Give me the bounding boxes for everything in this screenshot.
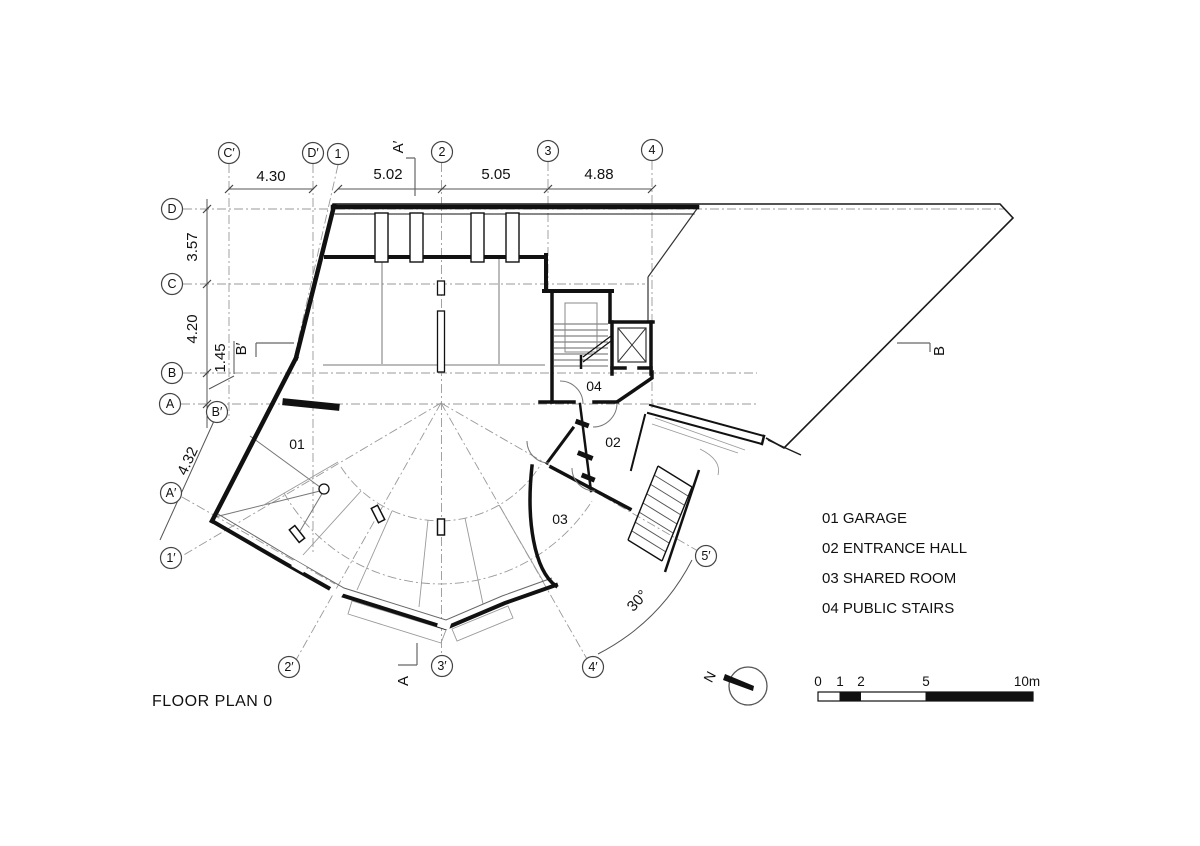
grid-marker-d-prime: D′: [301, 141, 325, 165]
interior-linework: [214, 259, 746, 644]
legend-item-public-stairs: 04 PUBLIC STAIRS: [822, 600, 954, 617]
grid-marker-c-prime: C′: [217, 141, 241, 165]
scale-tick-2: 2: [857, 674, 865, 689]
dim-diagonal: 4.32: [174, 444, 202, 478]
legend: 01 GARAGE 02 ENTRANCE HALL 03 SHARED ROO…: [822, 510, 967, 617]
room-label-01: 01: [289, 436, 305, 452]
scale-bar: 0 1 2 5 10m: [814, 674, 1040, 702]
grid-marker-4: 4: [640, 138, 664, 162]
room-labels: 01 02 03 04: [289, 378, 621, 527]
section-b-right: B: [931, 346, 948, 356]
grid-marker-b-prime: B′: [205, 400, 229, 424]
grid-marker-d: D: [160, 197, 184, 221]
dim-left-3: 1.45: [212, 343, 229, 372]
scale-tick-10m: 10m: [1014, 674, 1040, 689]
svg-text:2′: 2′: [284, 660, 294, 674]
svg-text:1: 1: [335, 147, 342, 161]
grid-marker-b: B: [160, 361, 184, 385]
scale-tick-0: 0: [814, 674, 822, 689]
legend-item-entrance-hall: 02 ENTRANCE HALL: [822, 540, 967, 557]
svg-text:D: D: [167, 202, 176, 216]
grid-marker-2: 2: [430, 140, 454, 164]
section-a-top: A′: [390, 140, 407, 153]
columns: [288, 280, 446, 544]
dim-angle: 30°: [624, 587, 652, 615]
svg-text:3′: 3′: [437, 659, 447, 673]
svg-text:4: 4: [649, 143, 656, 157]
north-arrow: N: [700, 666, 768, 706]
svg-text:A: A: [166, 397, 175, 411]
svg-text:D′: D′: [307, 146, 319, 160]
svg-text:B: B: [168, 366, 176, 380]
svg-text:2: 2: [439, 145, 446, 159]
dimensions: 4.30 5.02 5.05 4.88 3.57 4.20 1.45 4.32 …: [159, 166, 693, 655]
dim-left-1: 3.57: [184, 232, 201, 261]
grid-markers: C′ D′ 1 2 3 4 D C B A B′ A′ 1′ 2′ 3′ 4′ …: [158, 138, 718, 679]
dim-top-4: 4.88: [584, 166, 613, 183]
grid-marker-4-prime: 4′: [581, 655, 605, 679]
legend-item-shared-room: 03 SHARED ROOM: [822, 570, 956, 587]
room-label-02: 02: [605, 434, 621, 450]
section-a-bottom: A: [395, 676, 412, 686]
stair-and-elevator: [526, 302, 701, 573]
svg-text:C′: C′: [223, 146, 235, 160]
page-title: FLOOR PLAN 0: [152, 693, 273, 710]
dim-left-2: 4.20: [184, 314, 201, 343]
grid-marker-c: C: [160, 272, 184, 296]
scale-tick-1: 1: [836, 674, 844, 689]
svg-text:1′: 1′: [166, 551, 176, 565]
north-circle: [728, 666, 768, 706]
grid-marker-a: A: [158, 392, 182, 416]
svg-text:A′: A′: [166, 486, 177, 500]
grid-marker-1: 1: [326, 142, 350, 166]
grid-marker-2-prime: 2′: [277, 655, 301, 679]
section-b-left: B′: [233, 342, 250, 355]
svg-text:B′: B′: [212, 405, 223, 419]
grid-marker-1-prime: 1′: [159, 546, 183, 570]
section-markers: A′ A B′ B: [233, 140, 948, 686]
room-label-03: 03: [552, 511, 568, 527]
grid-marker-5-prime: 5′: [694, 544, 718, 568]
dim-top-1: 4.30: [256, 168, 285, 185]
room-label-04: 04: [586, 378, 602, 394]
site-boundary: [333, 203, 1015, 456]
grid-marker-3: 3: [536, 139, 560, 163]
svg-text:3: 3: [545, 144, 552, 158]
scale-tick-5: 5: [922, 674, 930, 689]
north-label: N: [700, 668, 719, 684]
legend-item-garage: 01 GARAGE: [822, 510, 907, 527]
svg-text:5′: 5′: [701, 549, 711, 563]
north-needle-icon: [723, 674, 754, 691]
grid-marker-3-prime: 3′: [430, 654, 454, 678]
building-walls: [208, 203, 766, 631]
grid-marker-a-prime: A′: [159, 481, 183, 505]
svg-text:4′: 4′: [588, 660, 598, 674]
svg-text:C: C: [167, 277, 176, 291]
dim-top-3: 5.05: [481, 166, 510, 183]
dim-top-2: 5.02: [373, 166, 402, 183]
